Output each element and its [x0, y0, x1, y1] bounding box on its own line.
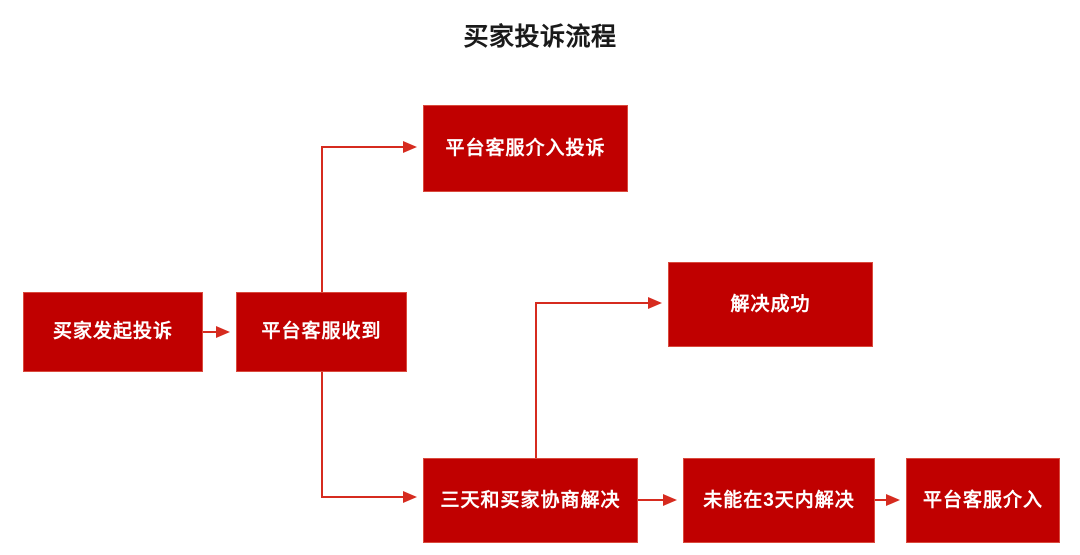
node-not-resolved-within-three-days[interactable]: 未能在3天内解决 — [683, 458, 875, 543]
connector-negotiate-to-resolved — [535, 297, 662, 458]
node-label: 买家发起投诉 — [52, 321, 173, 343]
node-buyer-files-complaint[interactable]: 买家发起投诉 — [23, 292, 203, 372]
node-platform-support-received[interactable]: 平台客服收到 — [236, 292, 407, 372]
page-title: 买家投诉流程 — [463, 23, 617, 51]
connector-support-to-negotiate — [321, 372, 417, 503]
node-label: 解决成功 — [730, 293, 811, 315]
node-resolved-successfully[interactable]: 解决成功 — [668, 262, 873, 347]
node-platform-support-intervene[interactable]: 平台客服介入 — [906, 458, 1060, 543]
node-label: 未能在3天内解决 — [703, 489, 855, 511]
node-label: 三天和买家协商解决 — [440, 489, 621, 511]
node-label: 平台客服收到 — [261, 321, 382, 343]
connector-support-to-intervene-complaint — [321, 141, 417, 292]
node-negotiate-with-buyer-three-days[interactable]: 三天和买家协商解决 — [423, 458, 638, 543]
node-platform-support-intervene-complaint[interactable]: 平台客服介入投诉 — [423, 105, 628, 192]
node-label: 平台客服介入投诉 — [445, 137, 606, 159]
node-label: 平台客服介入 — [922, 489, 1043, 511]
connector-group — [203, 141, 900, 506]
